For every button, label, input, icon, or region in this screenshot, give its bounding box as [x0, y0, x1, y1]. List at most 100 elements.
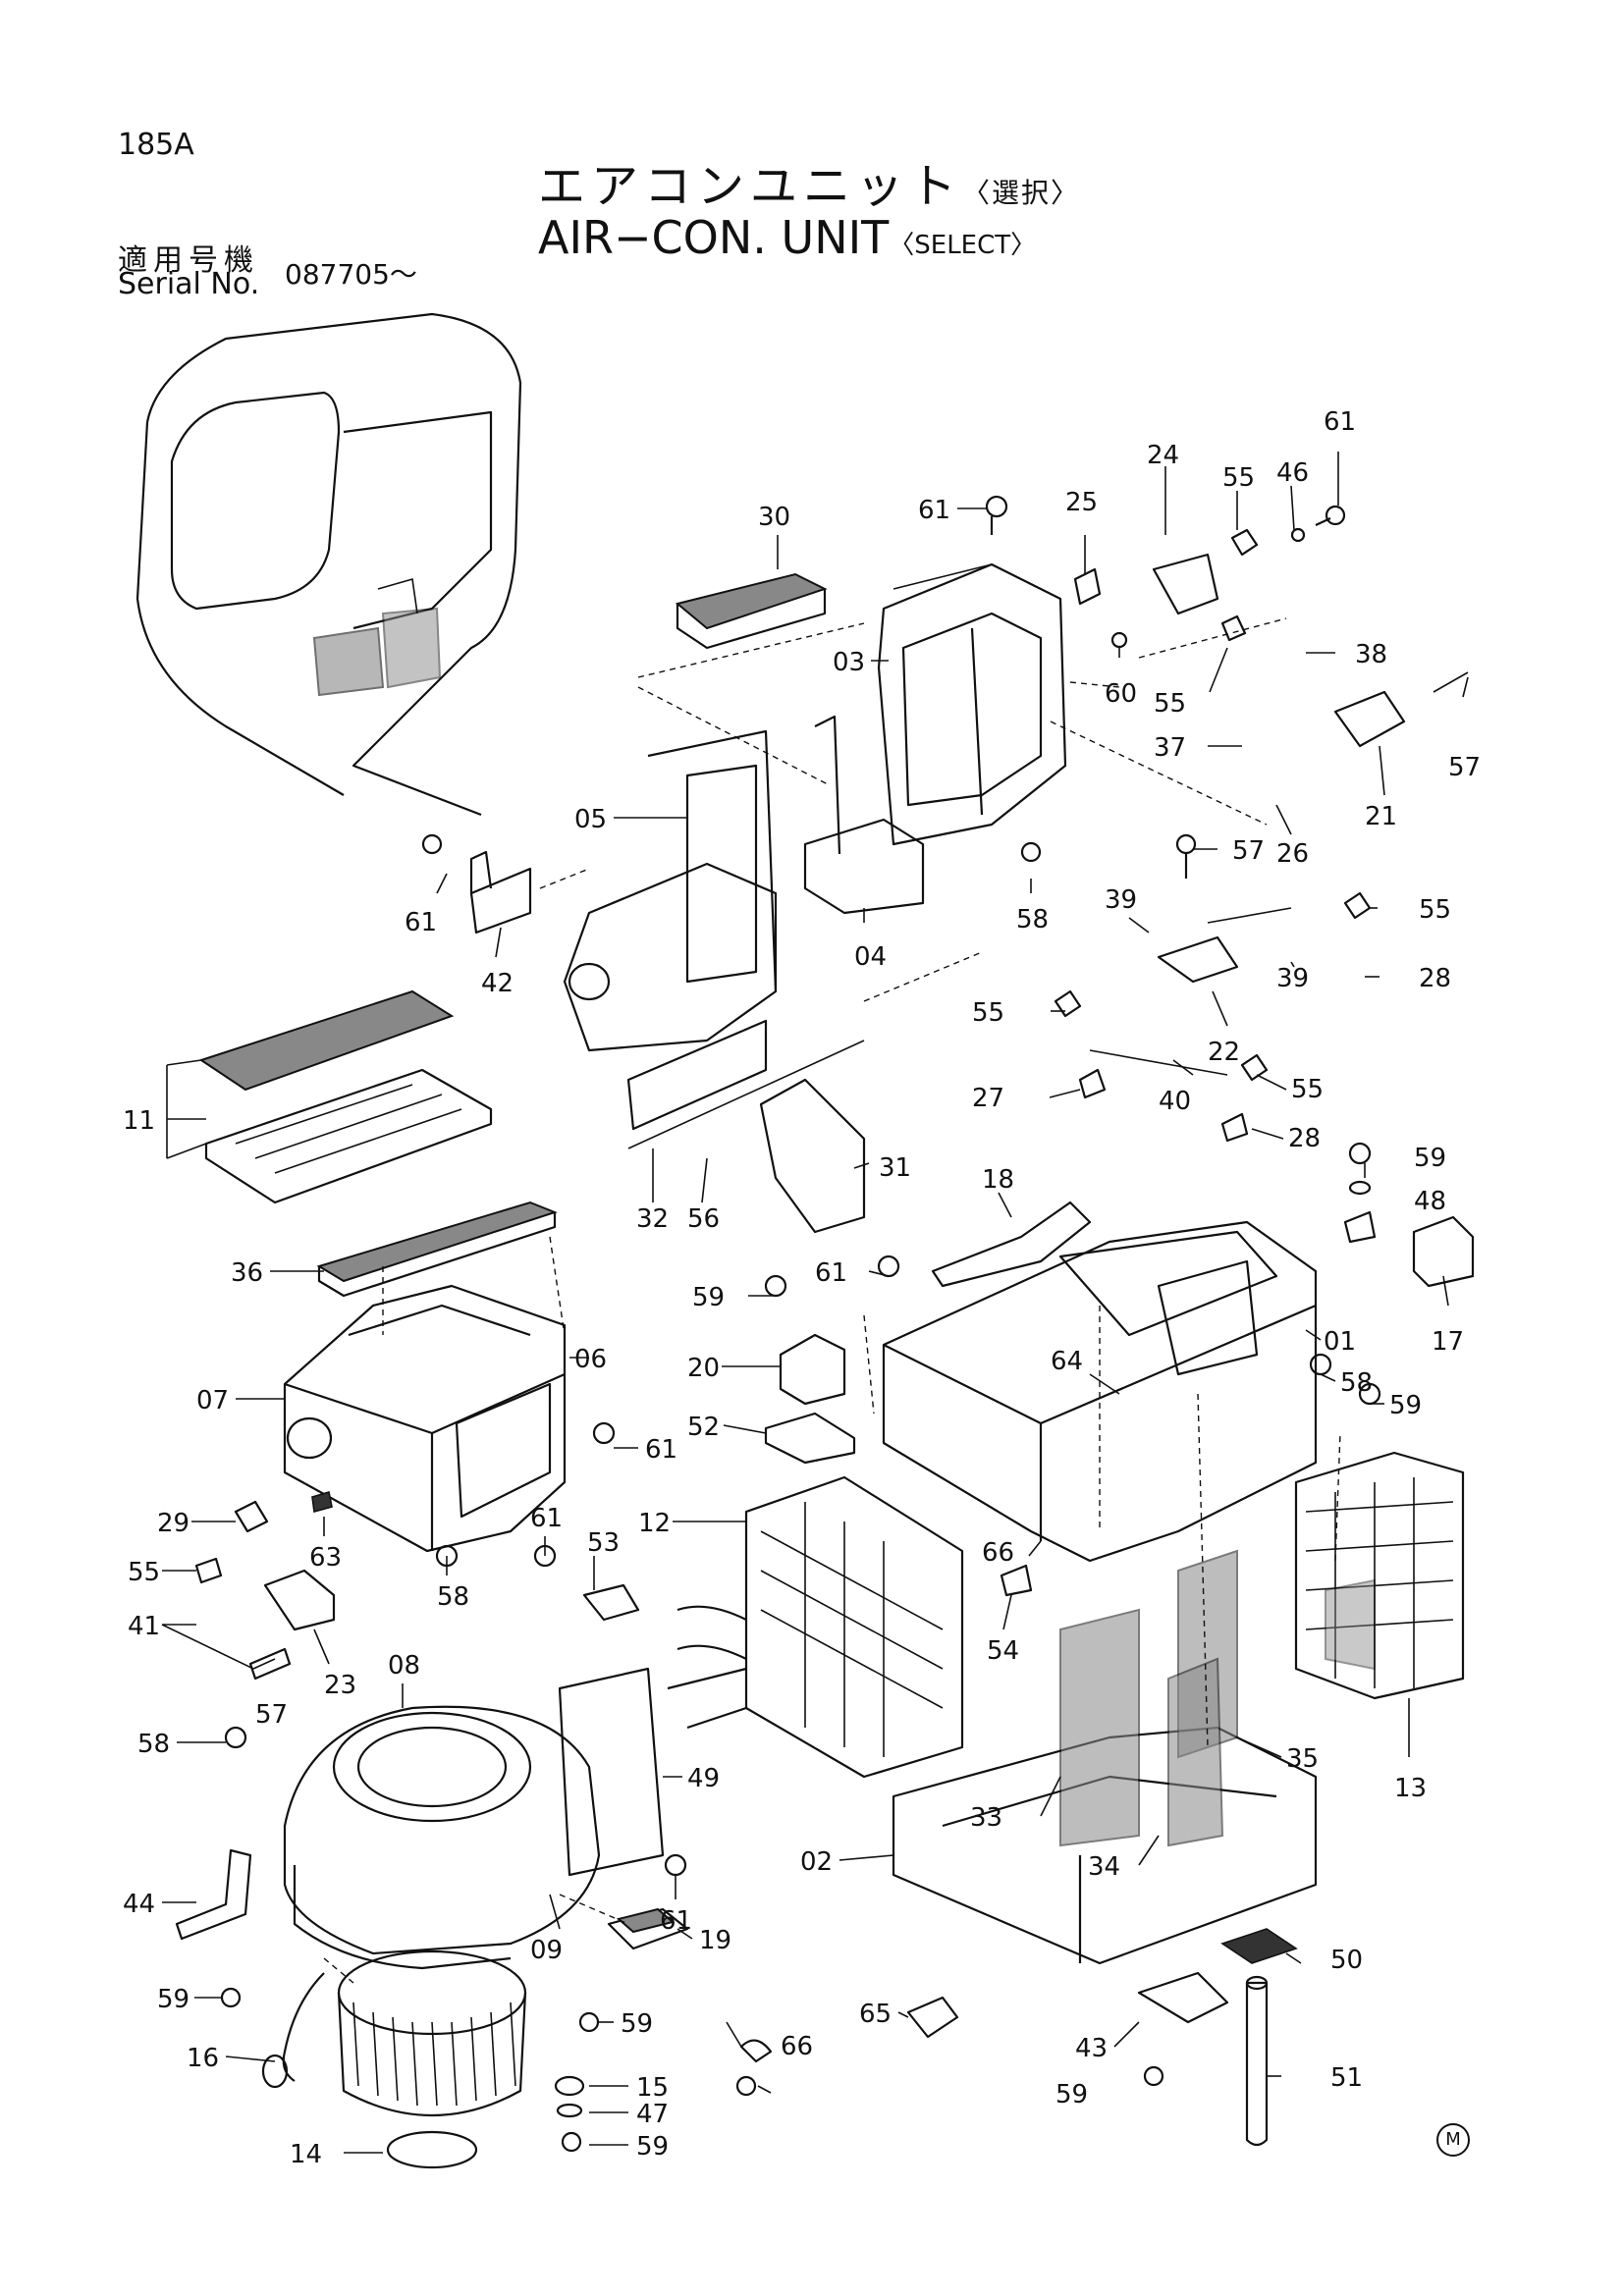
callout-39: 39 — [1276, 964, 1309, 993]
upper-case-03 — [877, 562, 1067, 846]
callout-18: 18 — [982, 1165, 1014, 1195]
relay-17 — [1412, 1215, 1475, 1288]
callout-leaders — [161, 452, 1469, 2154]
heater-core-13 — [1294, 1451, 1465, 1700]
callout-58: 58 — [1016, 905, 1049, 934]
callout-61: 61 — [918, 496, 950, 525]
callout-55: 55 — [1154, 689, 1186, 719]
callout-26: 26 — [1276, 839, 1309, 869]
doors-33-34-35 — [1059, 1549, 1238, 1847]
callout-03: 03 — [833, 648, 865, 677]
evaporator-12 — [667, 1475, 964, 1779]
callout-46: 46 — [1276, 458, 1309, 488]
callout-47: 47 — [636, 2100, 669, 2129]
callout-61: 61 — [815, 1258, 847, 1288]
callout-58: 58 — [437, 1582, 469, 1612]
callout-09: 09 — [530, 1936, 563, 1965]
callout-54: 54 — [987, 1636, 1019, 1666]
callout-31: 31 — [879, 1153, 911, 1183]
damper-31 — [759, 1078, 866, 1234]
callout-55: 55 — [1291, 1075, 1324, 1104]
filter-30 — [675, 572, 828, 650]
callout-39: 39 — [1105, 885, 1137, 915]
callout-41: 41 — [128, 1612, 160, 1641]
blower-case-08-09 — [283, 1705, 601, 1970]
door-32 — [626, 1019, 865, 1149]
callout-59: 59 — [157, 1985, 189, 2014]
pipe-51 — [1245, 1975, 1269, 2147]
page-mark: M — [1436, 2123, 1470, 2157]
hose-16 — [261, 1972, 325, 2089]
callout-36: 36 — [231, 1258, 263, 1288]
callout-17: 17 — [1432, 1327, 1464, 1357]
callout-01: 01 — [1324, 1327, 1356, 1357]
serial-label-english: Serial No. — [118, 267, 260, 301]
sensor-18 — [931, 1201, 1092, 1288]
filter-11 — [198, 989, 493, 1204]
title-japanese-text: エアコンユニット — [538, 159, 963, 214]
callout-12: 12 — [638, 1509, 671, 1538]
callout-58: 58 — [1340, 1368, 1373, 1398]
callout-38: 38 — [1355, 640, 1387, 669]
callout-13: 13 — [1394, 1774, 1427, 1803]
callout-44: 44 — [123, 1890, 155, 1919]
callout-63: 63 — [309, 1543, 342, 1573]
callout-14: 14 — [290, 2140, 322, 2169]
callout-04: 04 — [854, 942, 887, 972]
bracket-42 — [469, 850, 532, 934]
callout-59: 59 — [636, 2132, 669, 2162]
callout-52: 52 — [687, 1413, 720, 1442]
title-japanese-suffix: 〈選択〉 — [962, 177, 1081, 209]
callout-53: 53 — [587, 1528, 620, 1558]
callout-48: 48 — [1414, 1187, 1446, 1216]
callout-61: 61 — [645, 1435, 677, 1465]
callout-24: 24 — [1147, 441, 1179, 470]
damper-04 — [803, 715, 925, 915]
callout-19: 19 — [699, 1926, 731, 1955]
callout-32: 32 — [636, 1204, 669, 1234]
title-english-suffix: 〈SELECT〉 — [889, 231, 1037, 260]
callout-06: 06 — [574, 1345, 607, 1374]
title-english-text: AIR−CON. UNIT — [538, 211, 890, 264]
callout-55: 55 — [1419, 895, 1451, 925]
callout-49: 49 — [687, 1764, 720, 1793]
title-japanese: エアコンユニット〈選択〉 — [538, 147, 1080, 216]
callout-51: 51 — [1330, 2063, 1363, 2093]
callout-20: 20 — [687, 1354, 720, 1383]
switch-20 — [779, 1333, 846, 1406]
callout-56: 56 — [687, 1204, 720, 1234]
callout-05: 05 — [574, 805, 607, 834]
page-number: 185A — [118, 128, 194, 162]
callout-55: 55 — [128, 1558, 160, 1587]
callout-33: 33 — [970, 1803, 1002, 1833]
callout-22: 22 — [1208, 1038, 1240, 1067]
callout-55: 55 — [972, 998, 1004, 1028]
callout-42: 42 — [481, 969, 514, 998]
filter-36 — [316, 1201, 558, 1298]
blower-motor-14 — [337, 1949, 527, 2169]
callout-07: 07 — [196, 1386, 229, 1415]
callout-08: 08 — [388, 1651, 420, 1681]
callout-43: 43 — [1075, 2034, 1108, 2063]
callout-61: 61 — [660, 1906, 692, 1936]
title-english: AIR−CON. UNIT〈SELECT〉 — [538, 211, 1036, 264]
serial-label-japanese: 適用号機 — [118, 243, 259, 278]
callout-29: 29 — [157, 1509, 189, 1538]
callout-34: 34 — [1088, 1852, 1120, 1882]
callout-21: 21 — [1365, 802, 1397, 831]
callout-02: 02 — [800, 1847, 833, 1877]
callout-59: 59 — [1414, 1144, 1446, 1173]
serial-value: 087705～ — [285, 258, 417, 291]
assembly-lines — [323, 617, 1341, 1984]
bracket-65 — [906, 1996, 959, 2039]
callout-59: 59 — [1389, 1391, 1422, 1420]
callout-labels: 30 61 25 24 55 46 61 03 60 55 38 57 37 2… — [123, 407, 1481, 2169]
callout-65: 65 — [859, 2000, 892, 2029]
bracket-44 — [175, 1848, 252, 1941]
callout-58: 58 — [137, 1730, 170, 1759]
callout-23: 23 — [324, 1671, 356, 1700]
small-fasteners — [194, 495, 1469, 2153]
callout-28: 28 — [1288, 1124, 1321, 1153]
callout-64: 64 — [1051, 1347, 1083, 1376]
